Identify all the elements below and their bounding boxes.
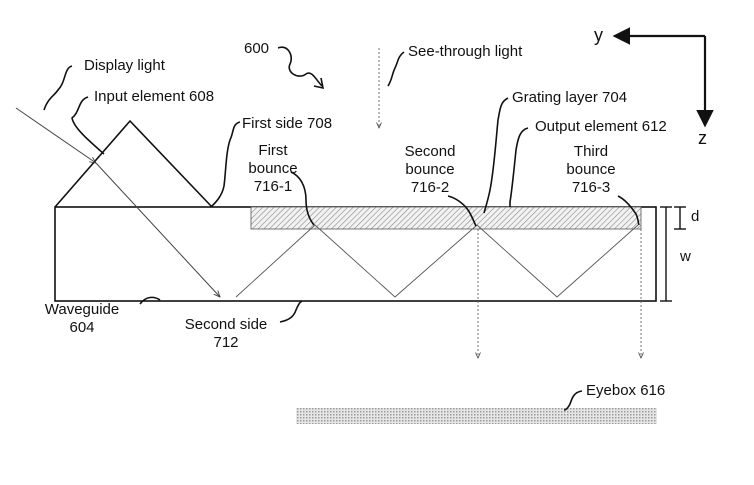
label-axis-z: z [698, 128, 707, 148]
label-output-element: Output element 612 [535, 118, 667, 135]
leader-first-side [211, 121, 241, 207]
label-axis-y: y [594, 25, 603, 45]
eyebox [296, 408, 657, 424]
leader-second-bounce [447, 195, 477, 227]
label-display-light: Display light [84, 57, 165, 74]
label-third-bounce-line1: Third [573, 143, 609, 160]
leader-grating-layer [483, 97, 509, 214]
display-light-ray-in [15, 107, 96, 163]
leader-second-side [279, 300, 303, 323]
leader-waveguide [139, 296, 161, 305]
leader-see-through [387, 51, 405, 87]
grating-layer [250, 206, 642, 230]
label-second-bounce: Second bounce 716-2 [392, 143, 468, 197]
label-third-bounce: Third bounce 716-3 [556, 143, 626, 197]
label-first-bounce-line2: bounce [248, 160, 298, 177]
label-second-bounce-line1: Second [404, 143, 456, 160]
bounce-zigzag [235, 224, 639, 298]
label-first-bounce: First bounce 716-1 [236, 142, 310, 196]
label-waveguide-line2: 604 [69, 319, 95, 336]
display-light-ray-guide [95, 162, 220, 297]
label-second-side-line1: Second side [184, 316, 268, 333]
label-second-bounce-line2: bounce [405, 161, 455, 178]
label-second-side: Second side 712 [176, 316, 276, 352]
label-dim-d: d [691, 208, 700, 225]
leader-input-element [71, 96, 105, 155]
input-element-prism [54, 119, 213, 208]
label-first-bounce-line3: 716-1 [253, 178, 293, 195]
label-third-bounce-line3: 716-3 [571, 179, 611, 196]
label-second-bounce-line3: 716-2 [410, 179, 450, 196]
label-first-bounce-line1: First [258, 142, 288, 159]
leader-display-light [43, 65, 73, 111]
label-first-side: First side 708 [242, 115, 333, 132]
leader-first-bounce [290, 171, 315, 226]
label-grating-layer: Grating layer 704 [512, 89, 628, 106]
label-dim-w: w [680, 248, 691, 265]
label-third-bounce-line2: bounce [566, 161, 616, 178]
figure-pointer-squiggle [277, 46, 323, 87]
label-waveguide: Waveguide 604 [40, 301, 124, 337]
label-input-element: Input element 608 [94, 88, 215, 105]
leader-output-element [509, 127, 529, 207]
label-second-side-line2: 712 [213, 334, 239, 351]
leader-eyebox [563, 390, 583, 411]
figure-number: 600 [244, 40, 270, 57]
label-see-through-light: See-through light [408, 43, 523, 60]
label-eyebox: Eyebox 616 [586, 382, 666, 399]
leader-third-bounce [617, 195, 640, 226]
label-waveguide-line1: Waveguide [44, 301, 120, 318]
